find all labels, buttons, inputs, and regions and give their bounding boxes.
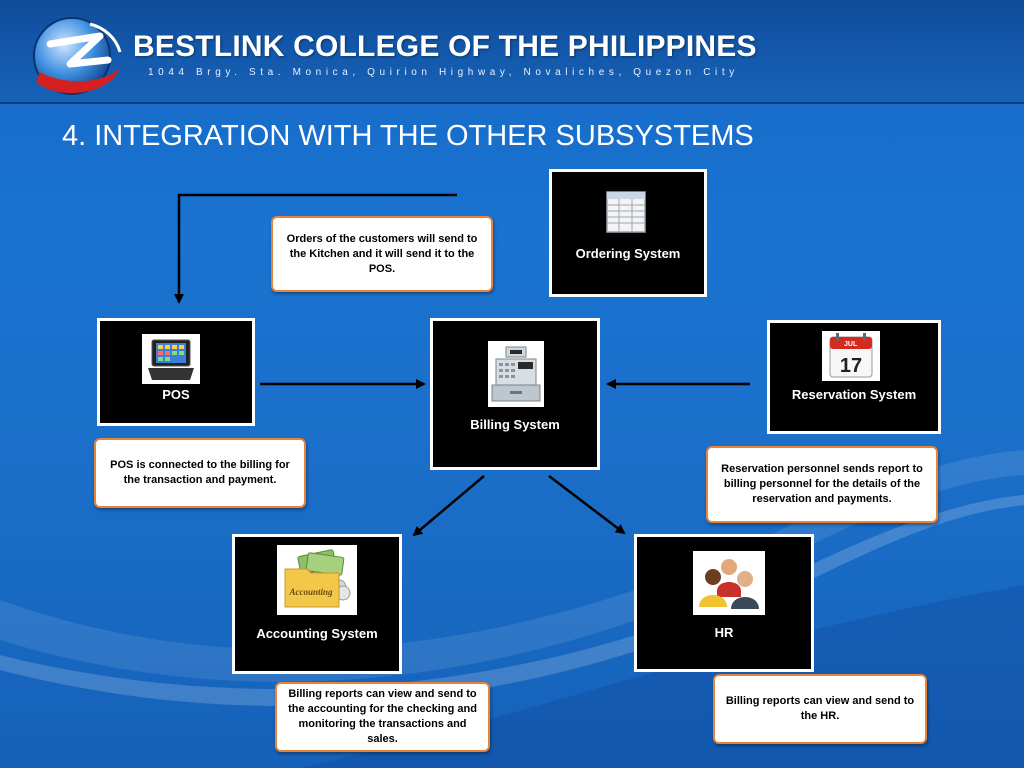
college-address: 1044 Brgy. Sta. Monica, Quirion Highway,… <box>148 67 739 78</box>
college-logo-icon <box>33 17 122 95</box>
pos-box: POS <box>97 318 255 426</box>
hr-box: HR <box>634 534 814 672</box>
ordering-system-box: Ordering System <box>549 169 707 297</box>
billing-system-label: Billing System <box>470 417 560 432</box>
billing-system-box: Billing System <box>430 318 600 470</box>
pos-label: POS <box>162 387 190 402</box>
college-name: BESTLINK COLLEGE OF THE PHILIPPINES <box>133 30 757 63</box>
note-reservation: Reservation personnel sends report to bi… <box>706 446 938 523</box>
accounting-system-label: Accounting System <box>256 626 378 641</box>
note-orders: Orders of the customers will send to the… <box>271 216 493 292</box>
people-icon <box>693 551 765 615</box>
calendar-day: 17 <box>840 355 862 377</box>
note-accounting: Billing reports can view and send to the… <box>275 682 490 752</box>
calendar-month: JUL <box>844 341 858 348</box>
arrow-billing-to-accounting <box>412 475 485 537</box>
calendar-icon: JUL 17 <box>822 331 880 381</box>
spreadsheet-icon <box>605 190 647 234</box>
folder-text: Accounting <box>288 587 333 597</box>
note-hr: Billing reports can view and send to the… <box>713 674 927 744</box>
note-pos: POS is connected to the billing for the … <box>94 438 306 508</box>
reservation-system-label: Reservation System <box>791 387 917 402</box>
cash-register-icon <box>488 341 544 407</box>
header-bar: BESTLINK COLLEGE OF THE PHILIPPINES 1044… <box>0 0 1024 104</box>
pos-terminal-icon <box>142 334 200 384</box>
accounting-folder-icon: Accounting <box>277 545 357 615</box>
ordering-system-label: Ordering System <box>575 246 681 261</box>
accounting-system-box: Accounting Accounting System <box>232 534 402 674</box>
reservation-system-box: JUL 17 Reservation System <box>767 320 941 434</box>
hr-label: HR <box>714 625 734 640</box>
slide-title: 4. INTEGRATION WITH THE OTHER SUBSYSTEMS <box>62 120 754 152</box>
arrow-billing-to-hr <box>548 475 626 535</box>
